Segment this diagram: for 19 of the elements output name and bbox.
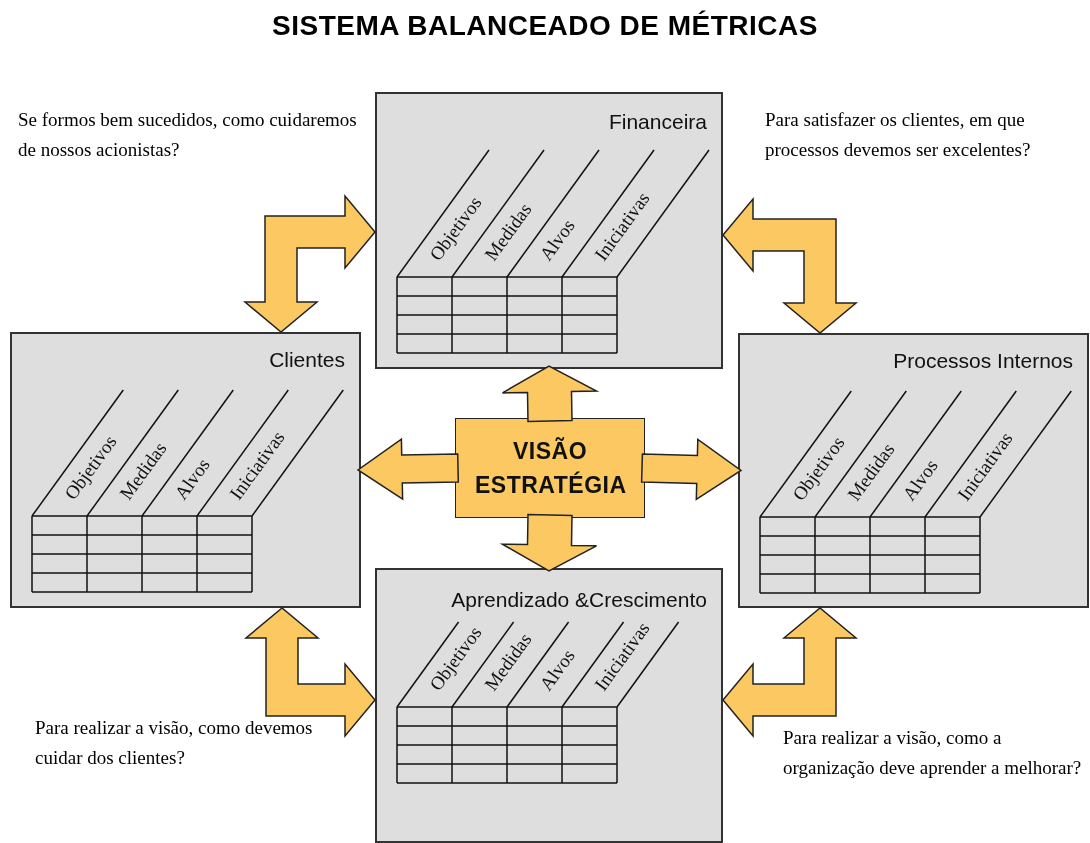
vision-box [455,418,645,518]
block-arrow [499,513,598,572]
panel-title: Financeira [608,110,707,134]
block-arrow [640,437,743,501]
block-arrow [356,437,460,501]
double-headed-block-arrow [722,607,859,739]
panel-title: Aprendizado &Crescimento [451,588,707,612]
double-headed-block-arrow [243,607,376,739]
double-headed-block-arrow [242,193,376,333]
question-text: Se formos bem sucedidos, como cuidaremos de nossos acionistas? [18,108,358,162]
vision-text: VISÃO ESTRATÉGIA [475,436,625,500]
question-text: Para realizar a visão, como a organização deve aprender a melhorar? [783,726,1083,780]
diagram-title: SISTEMA BALANCEADO DE MÉTRICAS [271,10,819,42]
panel-title: Processos Internos [893,349,1073,373]
panel-title: Clientes [269,348,345,372]
double-headed-block-arrow [722,196,859,334]
block-arrow [501,365,600,423]
question-text: Para realizar a visão, como devemos cuidar dos clientes? [35,716,314,770]
question-text: Para satisfazer os clientes, em que processos devemos ser excelentes? [765,108,1032,162]
